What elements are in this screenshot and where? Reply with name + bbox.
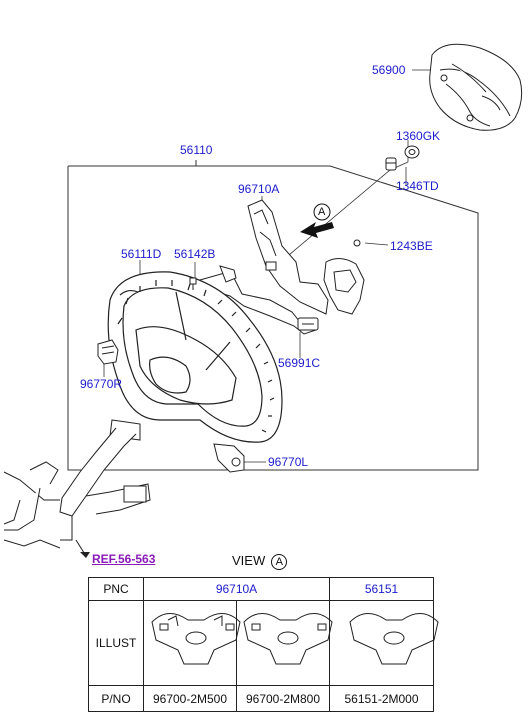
ref-arrow [75, 539, 90, 558]
callout-1360gk[interactable]: 1360GK [396, 129, 441, 143]
pno-cell-1: 96700-2M500 [143, 685, 237, 712]
callout-56111d[interactable]: 56111D [121, 247, 162, 261]
view-marker: A [271, 553, 288, 570]
ref-link[interactable]: REF.56-563 [92, 552, 156, 566]
callout-96710a[interactable]: 96710A [238, 182, 280, 196]
row-header-illust: ILLUST [88, 600, 144, 686]
assembly-outline [67, 160, 479, 471]
row-header-pno: P/NO [88, 685, 144, 712]
view-heading: VIEW A [232, 553, 288, 570]
pno-cell-3: 56151-2M000 [329, 685, 434, 712]
pnc-56151[interactable]: 56151 [329, 577, 434, 601]
switch-96770r [97, 339, 119, 365]
callout-1243be[interactable]: 1243BE [390, 239, 433, 253]
view-a-marker-circle [313, 203, 331, 221]
clip-56142b [189, 277, 197, 290]
illust-cell-3 [329, 600, 434, 686]
callout-1346td[interactable]: 1346TD [396, 179, 439, 193]
illust-cell-1 [143, 600, 237, 686]
steering-column [3, 419, 151, 549]
callout-56900[interactable]: 56900 [372, 63, 406, 77]
illust-cell-2 [236, 600, 330, 686]
remote-switch-bracket [199, 199, 329, 335]
airbag-module [429, 43, 523, 131]
parts-table: PNC 96710A 56151 ILLUST P/NO 96700-2M500… [88, 577, 434, 712]
steering-wheel [107, 271, 283, 443]
bolt-hardware [385, 145, 420, 171]
pnc-96710a[interactable]: 96710A [143, 577, 330, 601]
callout-56991c[interactable]: 56991C [278, 356, 321, 370]
callout-96770r[interactable]: 96770R [80, 377, 123, 391]
callout-56142b[interactable]: 56142B [174, 247, 216, 261]
switch-96770l [213, 443, 245, 473]
row-header-pnc: PNC [88, 577, 144, 601]
callout-56110[interactable]: 56110 [180, 143, 213, 157]
callout-96770l[interactable]: 96770L [268, 455, 309, 469]
leader-lines [103, 69, 430, 463]
view-a-arrow [300, 222, 334, 238]
connector-56991c [297, 317, 319, 331]
pno-cell-2: 96700-2M800 [236, 685, 330, 712]
view-label: VIEW [232, 553, 266, 568]
view-a-marker: A [318, 206, 326, 218]
right-switch [323, 239, 365, 315]
